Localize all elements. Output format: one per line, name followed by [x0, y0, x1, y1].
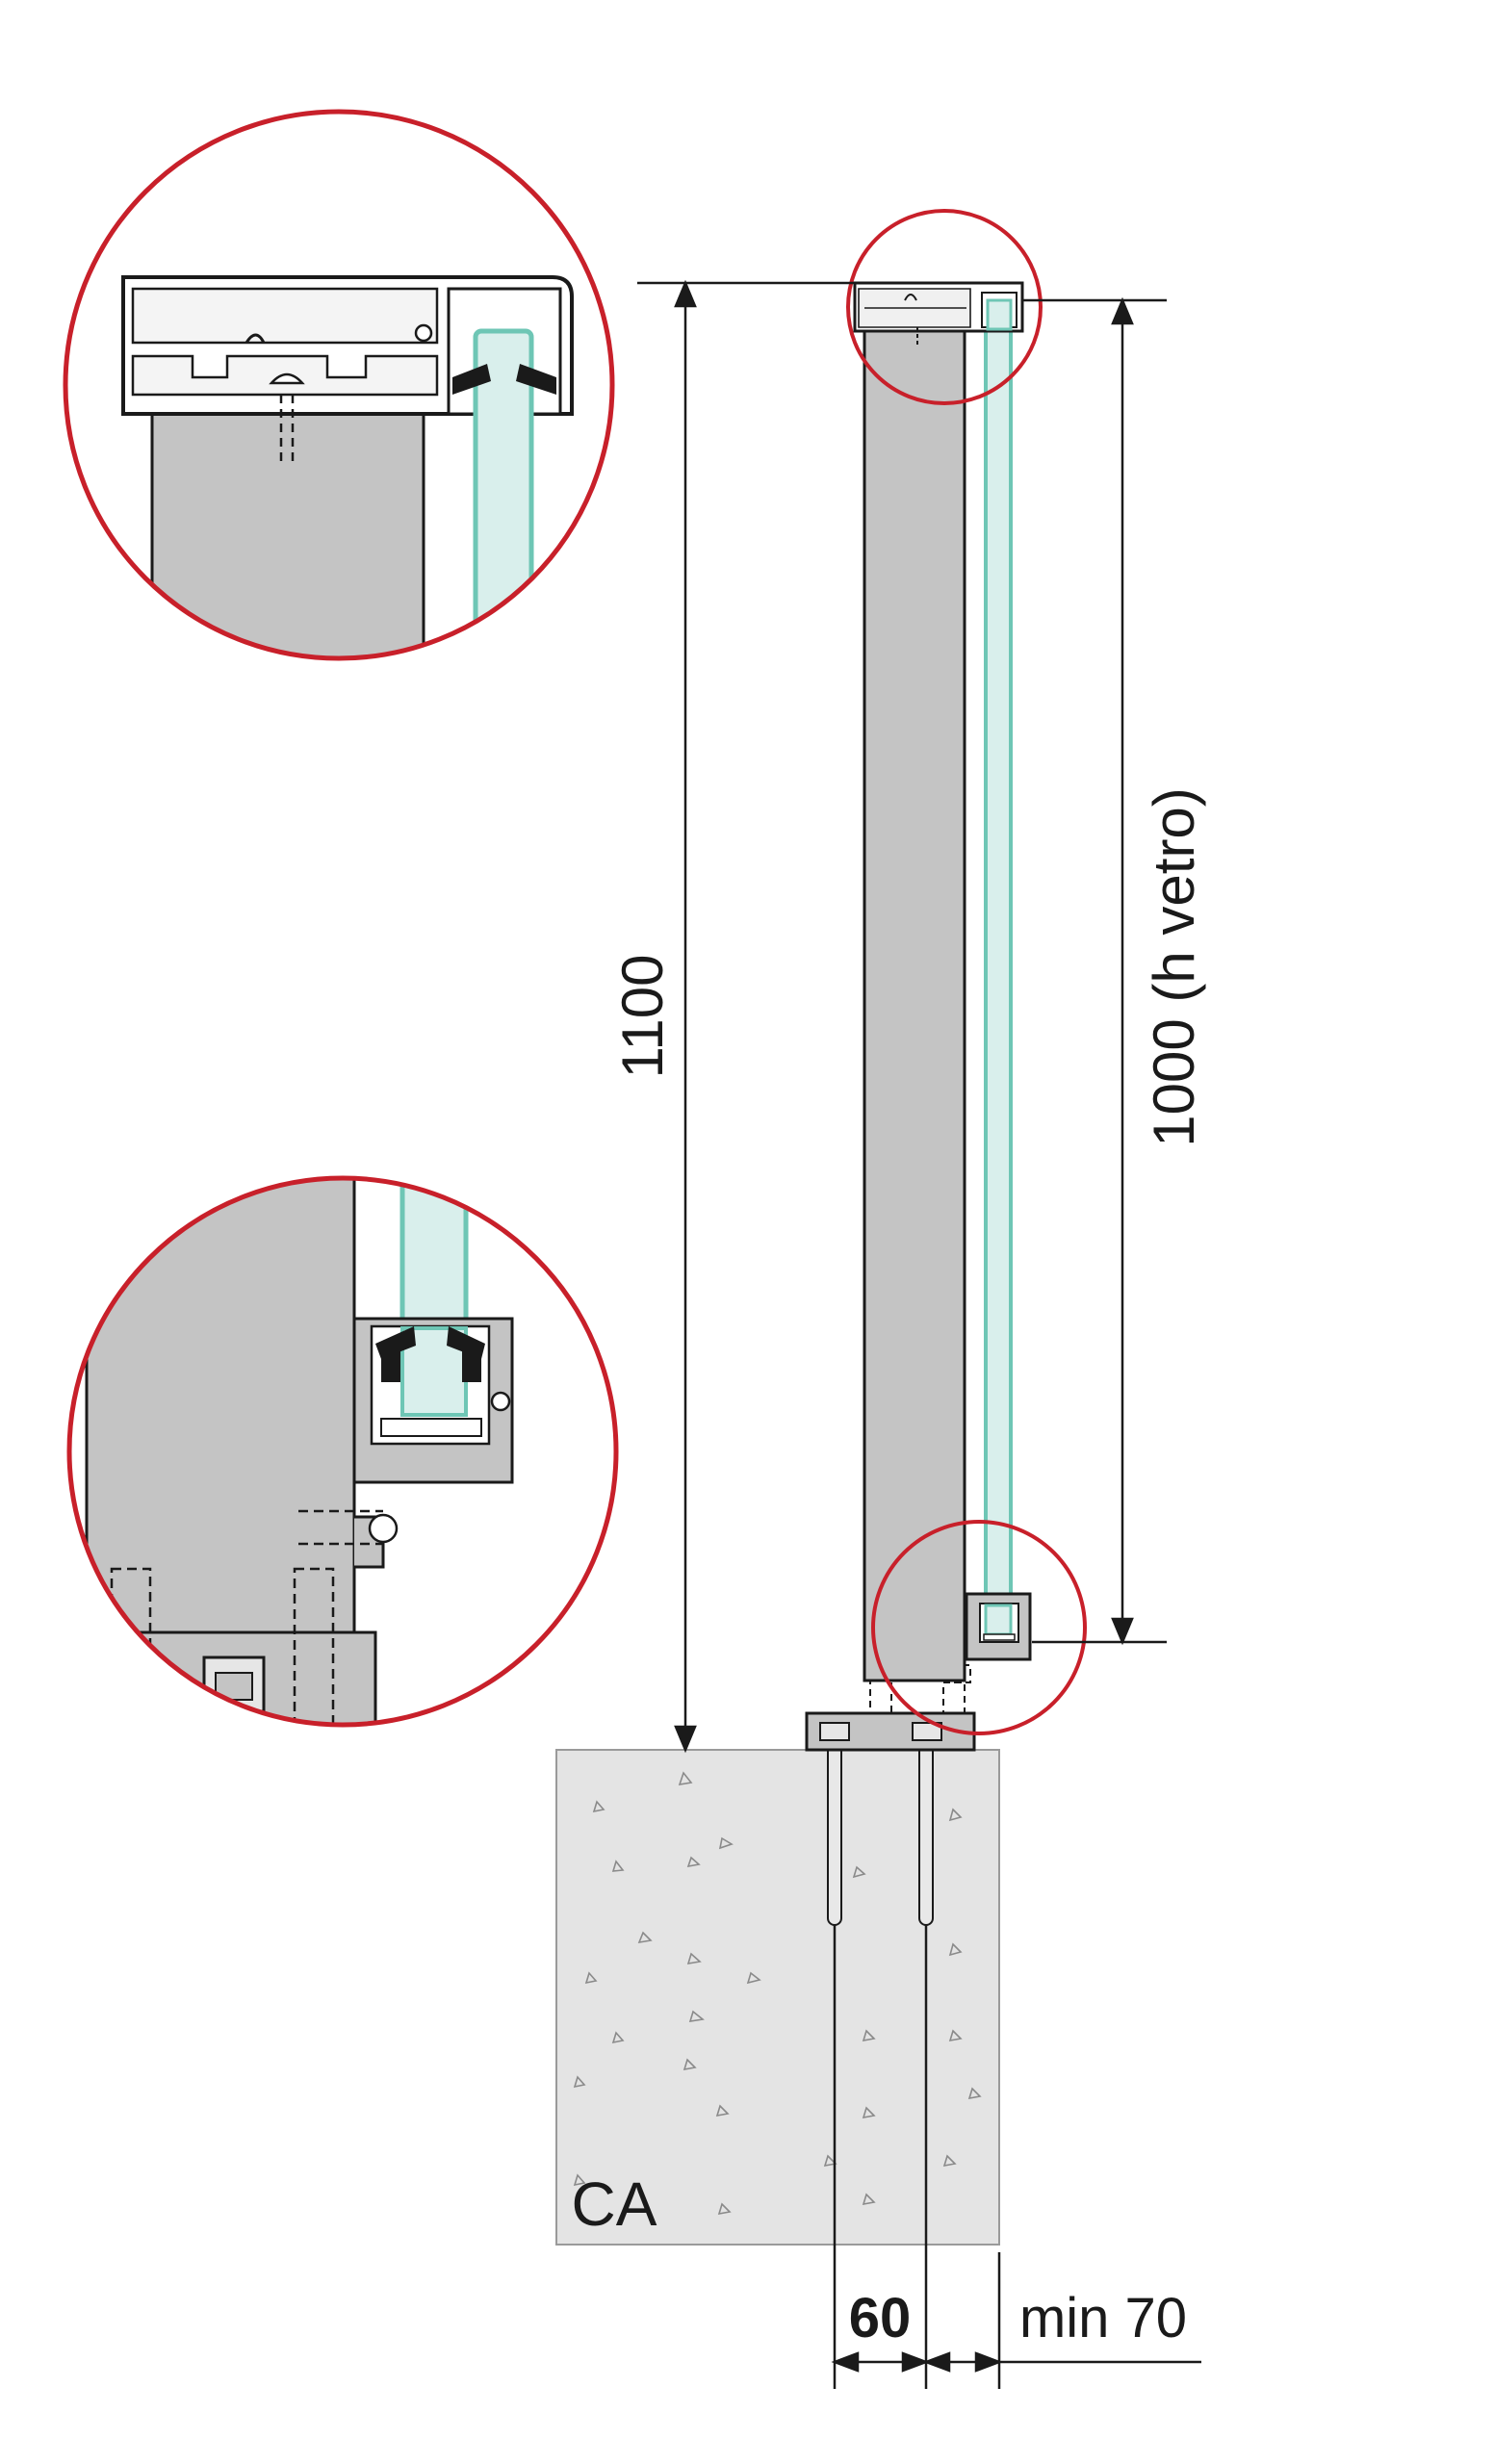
dimension-edge-distance-label: min 70: [1019, 2287, 1187, 2349]
detail-top-zoom: [63, 109, 615, 661]
nut-right: [912, 1722, 942, 1741]
detail-marker-bottom: [871, 1520, 1087, 1735]
dimension-total-height-label: 1100: [610, 954, 675, 1078]
dimension-glass-height-label: 1000 (h vetro): [1142, 787, 1206, 1147]
anchor-rod-right: [918, 1720, 934, 1926]
detail-marker-top: [846, 209, 1043, 405]
base-plate: [805, 1664, 976, 1752]
dimension-anchor-spacing-label: 60: [849, 2287, 912, 2349]
post: [863, 327, 966, 1682]
handrail-profile: [853, 281, 1024, 346]
dimension-bottom: [831, 1925, 1201, 2389]
glass-channel: [965, 1592, 1032, 1661]
concrete-label: CA: [572, 2169, 657, 2239]
anchor-rods: [827, 1720, 934, 1926]
nut-left: [819, 1722, 850, 1741]
detail-bottom-zoom: [66, 1175, 619, 1728]
dimension-total-height: [637, 279, 855, 1754]
dimension-glass-height: [1022, 296, 1167, 1646]
anchor-rod-left: [827, 1720, 842, 1926]
aggregate-marks: [573, 1771, 982, 2216]
glass-panel: [984, 304, 1013, 1627]
